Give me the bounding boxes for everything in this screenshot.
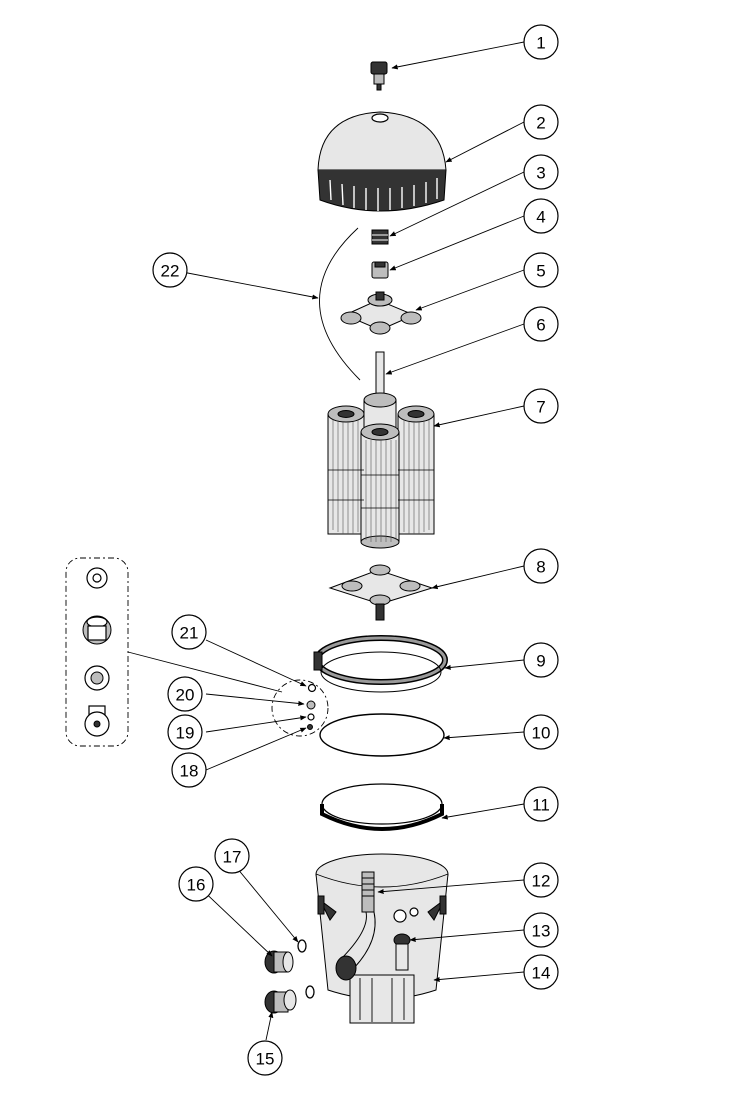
svg-text:6: 6: [536, 316, 545, 335]
callout-14: 14: [523, 954, 559, 990]
svg-text:8: 8: [536, 558, 545, 577]
callout-6: 6: [523, 306, 559, 342]
callout-3: 3: [523, 154, 559, 190]
svg-text:7: 7: [536, 398, 545, 417]
callout-18: 18: [171, 752, 207, 788]
svg-text:5: 5: [536, 262, 545, 281]
callout-20: 20: [167, 676, 203, 712]
part-16-fitting: [264, 950, 294, 974]
svg-text:17: 17: [223, 848, 242, 867]
callout-21: 21: [171, 614, 207, 650]
part-1-bolt: [370, 61, 388, 91]
svg-text:10: 10: [532, 724, 551, 743]
callout-17: 17: [214, 838, 250, 874]
part-2-dome-lid: [317, 111, 447, 212]
inset-detail-box: [65, 557, 129, 747]
svg-text:13: 13: [532, 922, 551, 941]
svg-text:4: 4: [536, 208, 545, 227]
svg-text:9: 9: [536, 652, 545, 671]
callout-9: 9: [523, 642, 559, 678]
svg-text:19: 19: [176, 724, 195, 743]
part-5-top-manifold: [340, 291, 422, 335]
callout-13: 13: [523, 912, 559, 948]
detail-circle: [271, 679, 329, 737]
part-9-clamp-ring: [313, 635, 448, 693]
svg-text:1: 1: [536, 34, 545, 53]
svg-text:15: 15: [256, 1050, 275, 1069]
callout-22: 22: [152, 252, 188, 288]
callout-7: 7: [523, 388, 559, 424]
callout-12: 12: [523, 862, 559, 898]
svg-text:18: 18: [180, 762, 199, 781]
parts-18-21-cluster: [306, 683, 317, 730]
callout-4: 4: [523, 198, 559, 234]
part-4-nut: [371, 261, 389, 279]
svg-text:22: 22: [161, 262, 180, 281]
svg-text:2: 2: [536, 114, 545, 133]
callouts: 1 2 3 4 5 6 7 8: [152, 24, 559, 1076]
part-22-curve: [319, 227, 361, 381]
callout-2: 2: [523, 104, 559, 140]
part-11-ring: [320, 783, 444, 831]
part-8-bottom-manifold: [328, 564, 434, 621]
svg-text:14: 14: [532, 964, 551, 983]
part-7-cartridges: [327, 392, 435, 549]
svg-text:20: 20: [176, 686, 195, 705]
callout-16: 16: [178, 866, 214, 902]
callout-10: 10: [523, 714, 559, 750]
svg-text:12: 12: [532, 872, 551, 891]
callout-1: 1: [523, 24, 559, 60]
part-12-standpipe: [335, 871, 376, 981]
inset-leader: [127, 651, 283, 693]
callout-19: 19: [167, 714, 203, 750]
callout-11: 11: [523, 786, 559, 822]
part-10-o-ring: [319, 713, 445, 757]
part-17-o-ring: [297, 939, 315, 999]
svg-text:11: 11: [532, 796, 550, 815]
leader-lines: [171, 41, 525, 1041]
callout-15: 15: [247, 1040, 283, 1076]
svg-text:16: 16: [187, 876, 206, 895]
svg-text:21: 21: [180, 624, 199, 643]
part-15-fitting: [264, 989, 297, 1014]
callout-8: 8: [523, 548, 559, 584]
callout-5: 5: [523, 252, 559, 288]
part-13-valve: [393, 933, 411, 971]
svg-text:3: 3: [536, 164, 545, 183]
part-3-spring: [371, 229, 389, 245]
